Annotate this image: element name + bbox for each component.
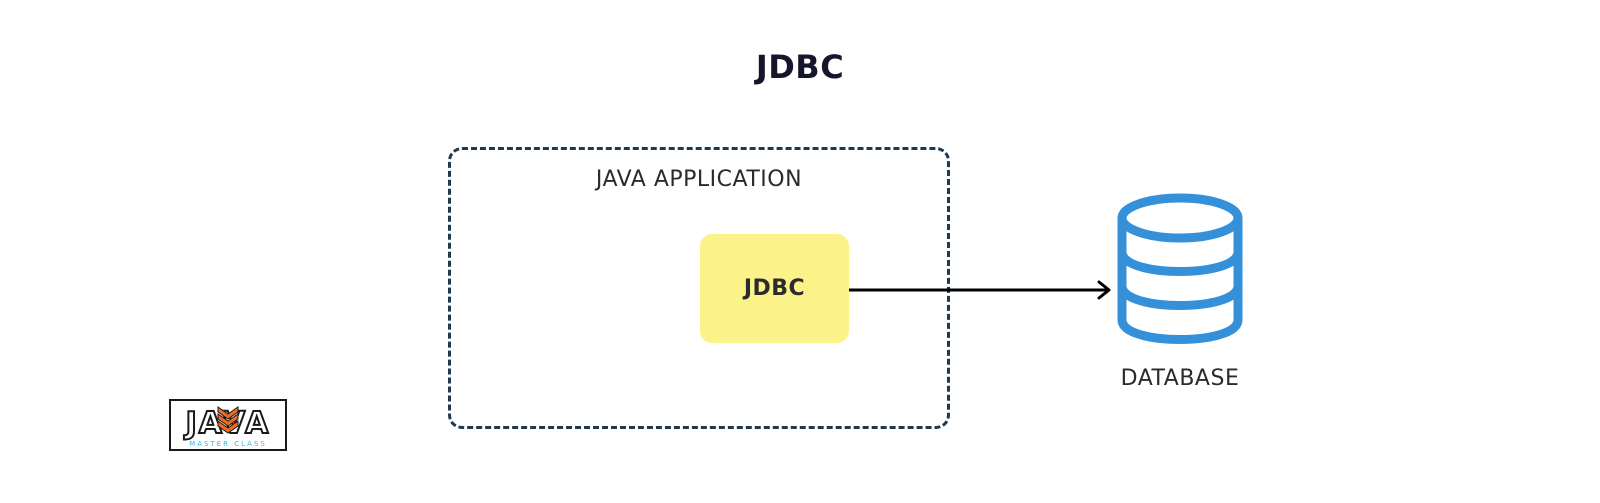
database-icon bbox=[1117, 193, 1243, 344]
java-application-label: JAVA APPLICATION bbox=[595, 167, 803, 192]
diagram-title: JDBC bbox=[755, 48, 845, 86]
jdbc-component: JDBC bbox=[700, 234, 849, 343]
arrow-head bbox=[1097, 280, 1111, 300]
database-label: DATABASE bbox=[1120, 366, 1240, 391]
svg-text:MASTER CLASS: MASTER CLASS bbox=[189, 440, 267, 448]
java-application-container bbox=[448, 147, 950, 429]
java-master-class-logo: JAVA MASTER CLASS bbox=[169, 399, 287, 451]
jdbc-component-label: JDBC bbox=[743, 276, 806, 301]
